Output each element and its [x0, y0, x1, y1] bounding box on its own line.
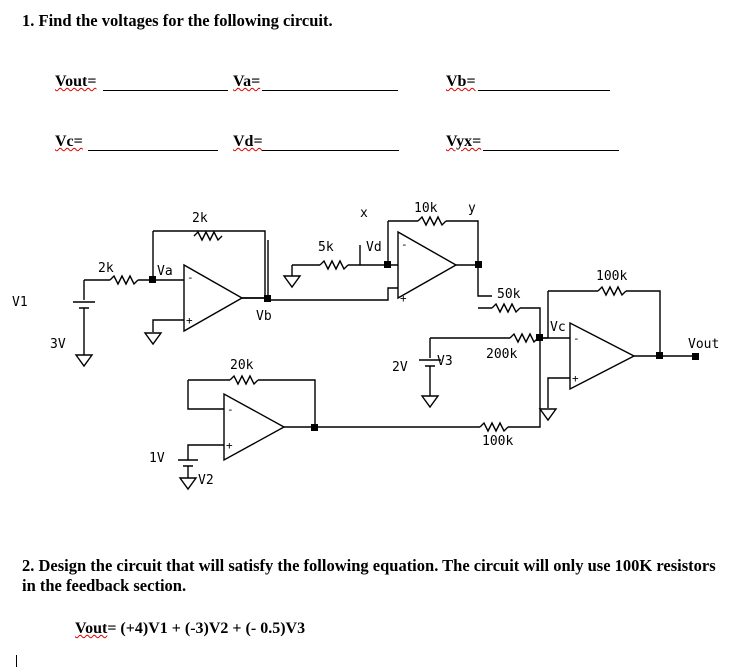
label-1v: 1V [149, 451, 165, 466]
answer-blank-vd[interactable] [262, 150, 399, 151]
resistor-50k [491, 302, 521, 314]
answer-label-vout: Vout= [55, 73, 97, 90]
wire-plus-a [152, 319, 184, 332]
answer-blank-vout[interactable] [103, 90, 228, 91]
label-x: x [360, 206, 368, 221]
ground-a-plus [143, 332, 163, 346]
label-50k: 50k [497, 287, 521, 302]
label-3v: 3V [50, 337, 66, 352]
resistor-100k-bottom [479, 421, 509, 433]
label-5k: 5k [318, 240, 334, 255]
opamp-d-plus: + [226, 439, 233, 452]
label-2k-feedback: 2k [192, 211, 208, 226]
resistor-5k [319, 259, 349, 271]
label-100k-top: 100k [596, 269, 627, 284]
node-dot-d-out [311, 424, 318, 431]
opamp-b-minus: - [401, 238, 408, 251]
label-va: Va [157, 264, 173, 279]
node-dot-vc [536, 334, 543, 341]
answer-label-vc: Vc= [55, 133, 83, 150]
label-v1: V1 [12, 295, 28, 310]
text-cursor [16, 655, 17, 667]
opamp-b-plus: + [400, 292, 407, 305]
ground-v2 [178, 477, 198, 491]
wire-c-plus [547, 377, 570, 408]
label-20k: 20k [230, 358, 254, 373]
wire-b-plus [268, 287, 398, 301]
label-2k-input: 2k [98, 261, 114, 276]
resistor-10k [417, 215, 447, 227]
node-dot-va [149, 276, 156, 283]
node-dot-vd [384, 261, 391, 268]
node-dot-y [475, 261, 482, 268]
ground-v3 [420, 395, 440, 409]
answer-blank-vyx[interactable] [483, 150, 619, 151]
battery-v2 [178, 459, 198, 467]
opamp-c-plus: + [572, 372, 579, 385]
opamp-d-minus: - [227, 403, 234, 416]
question-1-title: 1. Find the voltages for the following c… [22, 11, 333, 30]
resistor-2k-feedback [193, 230, 223, 242]
resistor-100k-top [597, 285, 627, 297]
wire-feedback-d [188, 379, 316, 427]
wire-50k [478, 307, 548, 339]
equation: Vout= (+4)V1 + (-3)V2 + (- 0.5)V3 [75, 620, 305, 638]
resistor-20k [229, 374, 259, 386]
ground-v1 [74, 354, 94, 368]
wire-d-plus [187, 444, 224, 460]
opamp-a-minus: - [187, 271, 194, 284]
wire-d-inv [187, 380, 224, 410]
label-v3: V3 [437, 354, 453, 369]
opamp-a-plus: + [186, 314, 193, 327]
label-vc: Vc [550, 320, 566, 335]
wire-b-out [477, 265, 492, 297]
answer-blank-va[interactable] [262, 90, 398, 91]
label-y: y [468, 201, 476, 216]
node-dot-out [656, 352, 663, 359]
wire-100k-bottom-out [508, 338, 541, 428]
ground-5k [282, 275, 302, 289]
opamp-d [223, 392, 286, 462]
label-vb: Vb [256, 309, 272, 324]
wire-feedback-c [548, 290, 661, 356]
resistor-200k [509, 332, 539, 344]
opamp-b [397, 230, 458, 300]
circuit-diagram: 2k 2k Va Vb V1 3V 5k Vd x 10k y 50k 100k… [12, 201, 719, 491]
answer-label-vd: Vd= [233, 133, 263, 150]
label-vd: Vd [366, 240, 382, 255]
label-10k: 10k [414, 201, 438, 216]
answer-label-vyx: Vyx= [446, 133, 482, 150]
label-100k-bottom: 100k [482, 434, 513, 449]
answer-label-vb: Vb= [446, 73, 476, 90]
opamp-a [183, 263, 244, 333]
equation-rest: = (+4)V1 + (-3)V2 + (- 0.5)V3 [107, 620, 306, 637]
opamp-c [569, 321, 636, 391]
answer-blank-vc[interactable] [88, 150, 218, 151]
wire-feedback-b [388, 220, 479, 266]
ground-c-plus [538, 408, 558, 422]
answer-label-va: Va= [233, 73, 261, 90]
answer-blank-vb[interactable] [478, 90, 610, 91]
equation-vout: Vout [75, 620, 108, 637]
label-vout: Vout [688, 337, 719, 352]
opamp-c-minus: - [573, 332, 580, 345]
node-dot-vb [264, 295, 271, 302]
resistor-2k-input [109, 274, 139, 286]
wire-5k-to-opamp-b [348, 245, 398, 266]
node-dot-vout-terminal [692, 353, 699, 360]
label-200k: 200k [486, 347, 517, 362]
question-2-text: 2. Design the circuit that will satisfy … [22, 556, 716, 595]
label-v2: V2 [198, 473, 214, 488]
battery-v1 [73, 301, 95, 309]
label-2v: 2V [392, 360, 408, 375]
